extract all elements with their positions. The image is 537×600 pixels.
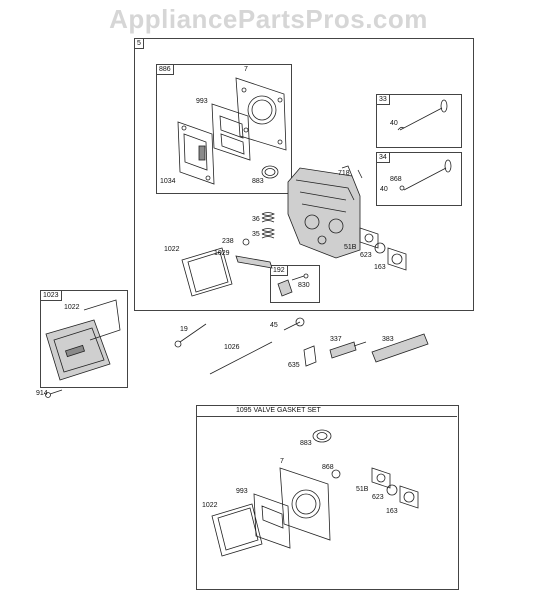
exhaust-valve-ref: 34 <box>376 152 390 163</box>
set-pin-868 <box>331 469 341 479</box>
watermark: AppliancePartsPros.com <box>109 4 428 34</box>
callout-1022-cover: 1022 <box>64 304 80 311</box>
callout-238: 238 <box>222 238 234 245</box>
set-callout-623: 623 <box>372 494 384 501</box>
set-callout-51b: 51B <box>356 486 369 493</box>
set-gasket-883 <box>312 429 332 443</box>
callout-383: 383 <box>382 336 394 343</box>
callout-36: 36 <box>252 216 260 223</box>
callout-718: 718 <box>338 170 350 177</box>
screw-914 <box>45 389 63 398</box>
set-callout-993: 993 <box>236 488 248 495</box>
pushrod-1026 <box>209 341 273 375</box>
exhaust-gasket-51b <box>359 227 379 249</box>
breather-ref: 192 <box>270 265 288 276</box>
set-callout-883: 883 <box>300 440 312 447</box>
callout-45: 45 <box>270 322 278 329</box>
valve-gasket-set-header <box>196 405 457 417</box>
intake-valve-frame <box>376 94 462 148</box>
main-assembly-frame <box>134 38 474 311</box>
plate-1034 <box>177 121 215 185</box>
callout-1029: 1029 <box>214 250 230 257</box>
set-gasket-993 <box>253 493 291 549</box>
callout-883: 883 <box>252 178 264 185</box>
main-assembly-ref: 5 <box>134 38 144 49</box>
callout-623: 623 <box>360 252 372 259</box>
head-gasket-7 <box>235 77 287 151</box>
set-callout-7: 7 <box>280 458 284 465</box>
callout-914: 914 <box>36 390 48 397</box>
rocker-1029 <box>235 255 273 269</box>
callout-40-exhaust: 40 <box>380 186 388 193</box>
exhaust-valve-40 <box>399 159 452 191</box>
gasket-kit-frame <box>156 64 292 194</box>
tappet-45 <box>283 317 305 331</box>
gasket-993 <box>211 103 251 161</box>
callout-1022: 1022 <box>164 246 180 253</box>
callout-635: 635 <box>288 362 300 369</box>
callout-19: 19 <box>180 326 188 333</box>
set-callout-1022: 1022 <box>202 502 218 509</box>
set-cover-gasket-1022 <box>211 503 263 557</box>
callout-1034: 1034 <box>160 178 176 185</box>
callout-163: 163 <box>374 264 386 271</box>
breather-frame <box>270 265 320 303</box>
set-callout-868: 868 <box>322 464 334 471</box>
intake-valve-40 <box>397 99 448 131</box>
valve-cover <box>45 299 121 381</box>
valve-springs <box>261 212 275 239</box>
ring-623 <box>374 242 386 254</box>
callout-993: 993 <box>196 98 208 105</box>
cover-frame <box>40 290 128 388</box>
valve-gasket-set-title: 1095 VALVE GASKET SET <box>236 407 321 414</box>
gasket-883 <box>261 165 279 179</box>
gasket-163 <box>387 247 407 271</box>
cover-gasket-1022 <box>181 247 233 297</box>
callout-51b: 51B <box>344 244 357 251</box>
valve-gasket-set-frame <box>196 405 459 590</box>
retainer-238 <box>242 238 250 246</box>
set-gasket-163 <box>399 485 419 509</box>
callout-1026: 1026 <box>224 344 240 351</box>
set-callout-163: 163 <box>386 508 398 515</box>
callout-337: 337 <box>330 336 342 343</box>
set-gasket-51b <box>371 467 391 489</box>
gasket-kit-ref: 886 <box>156 64 174 75</box>
set-ring-623 <box>386 484 398 496</box>
bolt-19 <box>174 323 207 348</box>
cylinder-head <box>287 165 361 259</box>
callout-40-intake: 40 <box>390 120 398 127</box>
set-head-gasket-7 <box>279 467 331 541</box>
callout-830: 830 <box>298 282 310 289</box>
cover-ref: 1023 <box>40 290 62 301</box>
bracket-635 <box>303 345 317 367</box>
callout-7: 7 <box>244 66 248 73</box>
pin-718 <box>357 169 363 179</box>
callout-35: 35 <box>252 231 260 238</box>
exhaust-valve-frame <box>376 152 462 206</box>
intake-valve-ref: 33 <box>376 94 390 105</box>
callout-868: 868 <box>390 176 402 183</box>
camshaft-383 <box>371 333 429 363</box>
breather-830 <box>277 273 309 297</box>
governor-337 <box>329 341 367 359</box>
